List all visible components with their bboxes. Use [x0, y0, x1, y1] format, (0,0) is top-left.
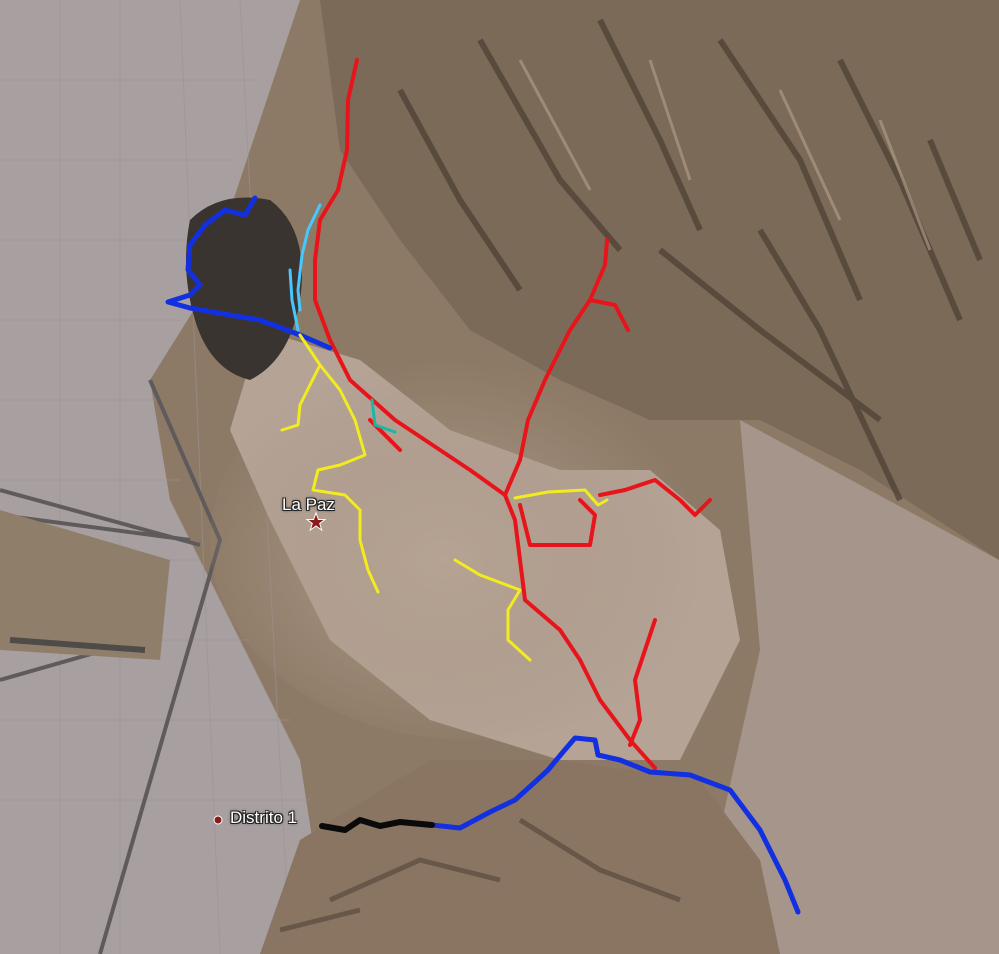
route-layer: [165, 58, 801, 915]
route-red-northeast[interactable]: [503, 238, 630, 497]
mountain-ridges: [397, 18, 983, 502]
route-yellow-northwest[interactable]: [280, 333, 380, 594]
route-blue-northwest[interactable]: [165, 195, 333, 351]
route-red-southeast[interactable]: [628, 618, 657, 747]
route-cyan[interactable]: [288, 203, 322, 332]
mountain-highlights: [518, 59, 932, 251]
route-black[interactable]: [319, 817, 435, 833]
altiplano-city: [0, 0, 330, 954]
route-red-downtown[interactable]: [518, 498, 597, 547]
airport-runway: [9, 637, 146, 653]
route-red-east[interactable]: [598, 478, 712, 517]
route-red-main[interactable]: [313, 58, 657, 770]
route-yellow-downtown[interactable]: [513, 488, 609, 507]
star-marker[interactable]: [305, 511, 327, 532]
forest-patch: [186, 197, 302, 380]
mountains-north: [320, 0, 999, 560]
airport-area: [0, 510, 170, 660]
place-label-distrito-1: Distrito 1: [230, 808, 298, 827]
route-teal[interactable]: [370, 398, 397, 434]
highway: [0, 379, 223, 954]
dot-marker[interactable]: [213, 815, 223, 825]
eastern-suburbs: [720, 420, 999, 954]
southern-hills: [260, 760, 780, 954]
valley-glow: [210, 340, 730, 740]
route-blue-south[interactable]: [429, 735, 801, 915]
place-label-la-paz: La Paz: [282, 495, 335, 514]
route-yellow-south[interactable]: [453, 558, 532, 662]
southern-ridges: [279, 817, 681, 933]
